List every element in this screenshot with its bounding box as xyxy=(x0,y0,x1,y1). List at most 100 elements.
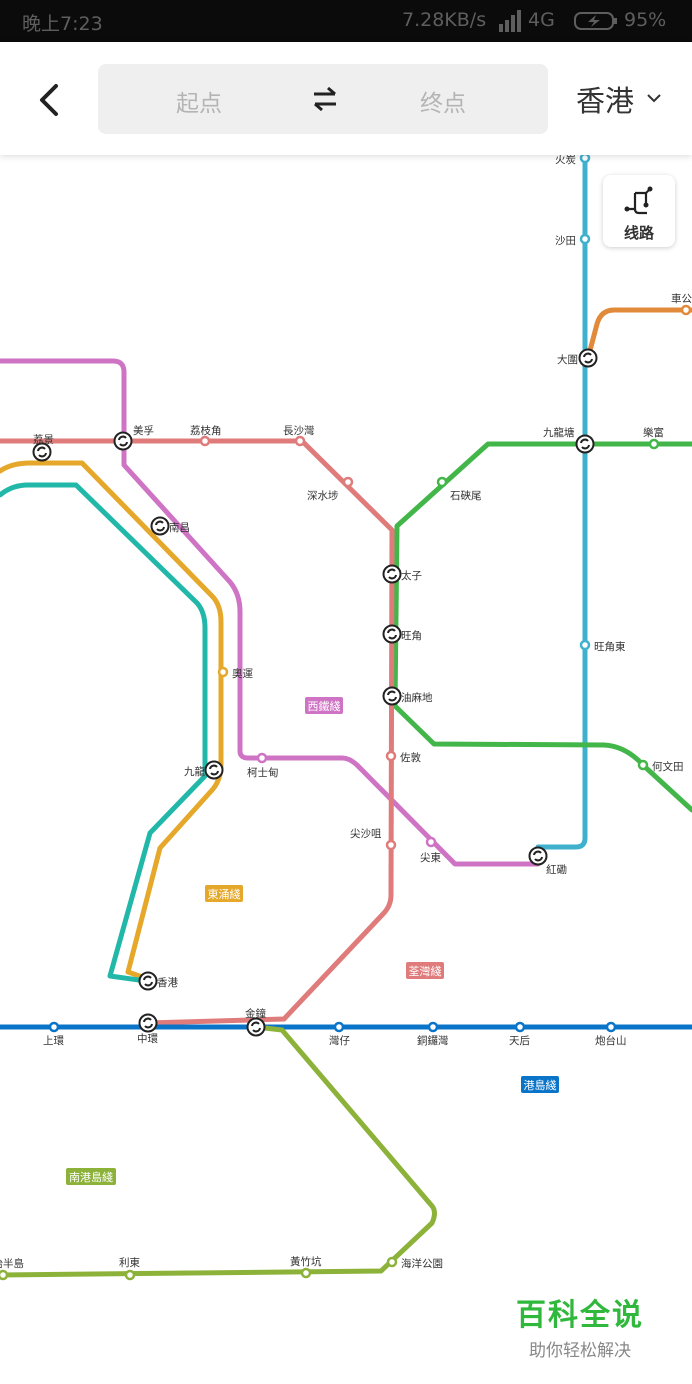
watermark-subtitle: 助你轻松解决 xyxy=(529,1341,631,1361)
interchange-icon[interactable] xyxy=(32,442,52,462)
top-bar: 起点 终点 香港 xyxy=(0,42,692,155)
station-label[interactable]: 深水埗 xyxy=(307,489,339,502)
station-label[interactable]: 太子 xyxy=(401,569,422,582)
interchange-icon[interactable] xyxy=(528,846,548,866)
interchange-icon[interactable] xyxy=(150,516,170,536)
station-label[interactable]: 火炭 xyxy=(555,155,576,166)
station-dot[interactable] xyxy=(385,839,397,851)
station-label[interactable]: 尖東 xyxy=(420,851,441,864)
status-time: 晚上7:23 xyxy=(22,13,103,35)
station-label[interactable]: 車公 xyxy=(671,292,692,305)
interchange-icon[interactable] xyxy=(138,971,158,991)
start-point-input[interactable]: 起点 xyxy=(176,91,222,117)
station-label[interactable]: 旺角 xyxy=(401,630,422,642)
station-dot[interactable] xyxy=(579,639,591,651)
station-dot[interactable] xyxy=(48,1021,60,1033)
chevron-down-icon[interactable] xyxy=(646,92,662,104)
station-dot[interactable] xyxy=(0,1269,9,1281)
station-label[interactable]: 荔景 xyxy=(33,433,54,446)
station-dot[interactable] xyxy=(425,836,437,848)
station-dot[interactable] xyxy=(386,1256,398,1268)
station-label[interactable]: 香港 xyxy=(157,977,178,989)
line-label-tung-chung: 東涌綫 xyxy=(205,885,243,902)
station-label[interactable]: 旺角東 xyxy=(594,640,626,653)
station-label[interactable]: 荔枝角 xyxy=(190,424,222,437)
station-dot[interactable] xyxy=(342,476,354,488)
station-dot[interactable] xyxy=(217,666,229,678)
interchange-icon[interactable] xyxy=(382,564,402,584)
interchange-icon[interactable] xyxy=(382,624,402,644)
interchange-icon[interactable] xyxy=(578,348,598,368)
station-label[interactable]: 九龍 xyxy=(184,765,205,778)
station-label[interactable]: 樂富 xyxy=(643,426,664,439)
watermark-title: 百科全说 xyxy=(516,1298,644,1333)
station-label[interactable]: 灣仔 xyxy=(329,1035,350,1047)
station-label[interactable]: 奧運 xyxy=(232,667,253,680)
station-label[interactable]: 大圍 xyxy=(557,353,578,366)
station-dot[interactable] xyxy=(605,1021,617,1033)
station-label[interactable]: 柯士甸 xyxy=(247,766,279,779)
status-speed: 7.28KB/s xyxy=(402,9,487,31)
station-dot[interactable] xyxy=(199,435,211,447)
station-label[interactable]: 尖沙咀 xyxy=(350,827,382,840)
station-dot[interactable] xyxy=(436,476,448,488)
station-dot[interactable] xyxy=(124,1269,136,1281)
station-label[interactable]: 中環 xyxy=(137,1032,158,1045)
station-label[interactable]: 何文田 xyxy=(652,760,684,773)
back-arrow-icon[interactable] xyxy=(30,80,70,120)
kwun-tong-line xyxy=(392,441,692,813)
east-rail-line xyxy=(535,155,588,859)
station-label[interactable]: 利東 xyxy=(119,1256,140,1269)
station-label[interactable]: 紅磡 xyxy=(546,863,567,876)
status-network: 4G xyxy=(528,9,555,31)
station-label[interactable]: 長沙灣 xyxy=(283,425,315,437)
lines-button[interactable]: 线路 xyxy=(603,175,675,247)
station-dot[interactable] xyxy=(427,1021,439,1033)
interchange-icon[interactable] xyxy=(246,1017,266,1037)
station-label[interactable]: 海洋公園 xyxy=(401,1257,443,1270)
station-label[interactable]: 美孚 xyxy=(133,424,154,437)
city-selector[interactable]: 香港 xyxy=(576,84,635,118)
station-label[interactable]: 石硤尾 xyxy=(450,490,482,502)
line-label-west-rail: 西鐵綫 xyxy=(305,697,343,714)
battery-charging-icon xyxy=(574,12,617,30)
station-dot[interactable] xyxy=(579,155,591,164)
route-lines-icon xyxy=(624,186,653,215)
station-dot[interactable] xyxy=(256,752,268,764)
station-dot[interactable] xyxy=(300,1267,312,1279)
station-dot[interactable] xyxy=(680,304,692,316)
station-label[interactable]: 黃竹坑 xyxy=(290,1255,322,1268)
tung-chung-line xyxy=(0,460,224,982)
station-dot[interactable] xyxy=(579,233,591,245)
station-dot[interactable] xyxy=(514,1021,526,1033)
svg-text:東涌綫: 東涌綫 xyxy=(208,888,241,901)
svg-text:西鐵綫: 西鐵綫 xyxy=(308,699,341,713)
interchange-icon[interactable] xyxy=(138,1013,158,1033)
end-point-input[interactable]: 终点 xyxy=(420,91,466,117)
signal-icon xyxy=(499,10,521,32)
west-rail-line xyxy=(0,358,541,867)
station-label[interactable]: 沙田 xyxy=(555,235,576,247)
station-label[interactable]: 佐敦 xyxy=(400,751,421,764)
route-search-box[interactable]: 起点 终点 xyxy=(98,64,548,134)
interchange-icon[interactable] xyxy=(113,431,133,451)
interchange-icon[interactable] xyxy=(204,760,224,780)
station-label[interactable]: 海怡半島 xyxy=(0,1257,24,1270)
station-label[interactable]: 九龍塘 xyxy=(543,426,575,439)
station-dot[interactable] xyxy=(294,435,306,447)
station-label[interactable]: 金鐘 xyxy=(245,1007,266,1020)
station-label[interactable]: 銅鑼灣 xyxy=(417,1034,449,1047)
station-label[interactable]: 南昌 xyxy=(169,521,190,534)
station-label[interactable]: 炮台山 xyxy=(595,1034,627,1047)
swap-icon[interactable] xyxy=(310,84,340,114)
station-label[interactable]: 天后 xyxy=(509,1035,530,1047)
station-label[interactable]: 上環 xyxy=(43,1035,64,1047)
metro-map[interactable]: 西鐵綫 東涌綫 荃灣綫 港島綫 南港島綫 火炭 沙田 車公 大圍 九龍塘 樂富 … xyxy=(0,155,692,1384)
station-dot[interactable] xyxy=(385,750,397,762)
station-label[interactable]: 油麻地 xyxy=(401,691,433,704)
station-dot[interactable] xyxy=(648,438,660,450)
interchange-icon[interactable] xyxy=(382,686,402,706)
interchange-icon[interactable] xyxy=(575,434,595,454)
station-dot[interactable] xyxy=(333,1021,345,1033)
station-dot[interactable] xyxy=(637,759,649,771)
